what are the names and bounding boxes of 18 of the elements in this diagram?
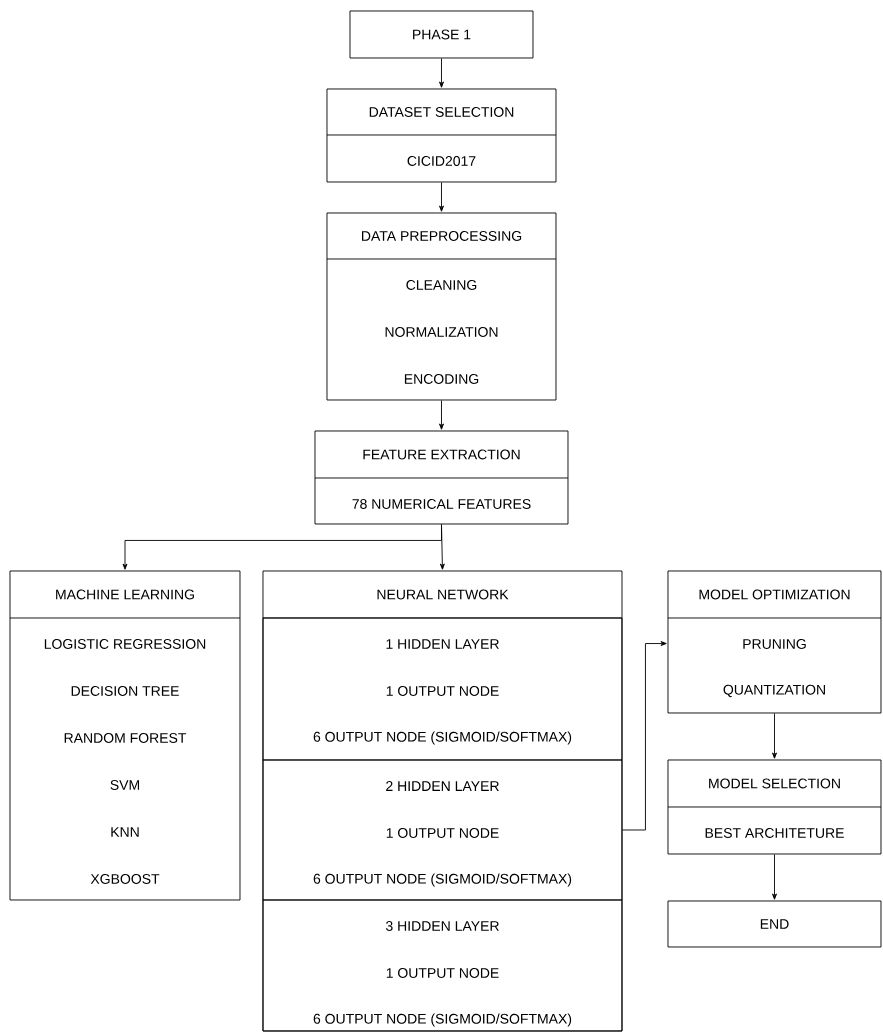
arrow	[439, 524, 445, 570]
arrow	[772, 713, 777, 759]
arrow	[622, 641, 667, 831]
layer-cell: 1 HIDDEN LAYER 1 OUTPUT NODE 6 OUTPUT NODE (SIGMOID/SOFTMAX)	[262, 617, 623, 761]
arrow	[772, 854, 777, 900]
flow-box: MODEL SELECTION BEST ARCHITETURE	[667, 759, 882, 855]
layer-cell: 2 HIDDEN LAYER 1 OUTPUT NODE 6 OUTPUT NODE (SIGMOID/SOFTMAX)	[262, 759, 623, 901]
flow-box: MACHINE LEARNING LOGISTIC REGRESSION DECISION TREE RANDOM FOREST SVM KNN XGBOOST	[9, 570, 241, 901]
layer-cell: 3 HIDDEN LAYER 1 OUTPUT NODE 6 OUTPUT NODE (SIGMOID/SOFTMAX)	[262, 899, 623, 1032]
arrow	[439, 182, 444, 212]
arrow	[439, 400, 444, 430]
arrow	[439, 58, 444, 88]
flow-box: DATA PREPROCESSING CLEANING NORMALIZATION ENCODING	[326, 212, 557, 401]
flow-box: END	[667, 900, 882, 948]
flow-box: DATASET SELECTION CICID2017	[326, 88, 557, 183]
flow-box: FEATURE EXTRACTION 78 NUMERICAL FEATURES	[314, 430, 569, 525]
flow-box: MODEL OPTIMIZATION PRUNING QUANTIZATION	[667, 570, 882, 714]
flow-box: PHASE 1	[349, 10, 534, 59]
